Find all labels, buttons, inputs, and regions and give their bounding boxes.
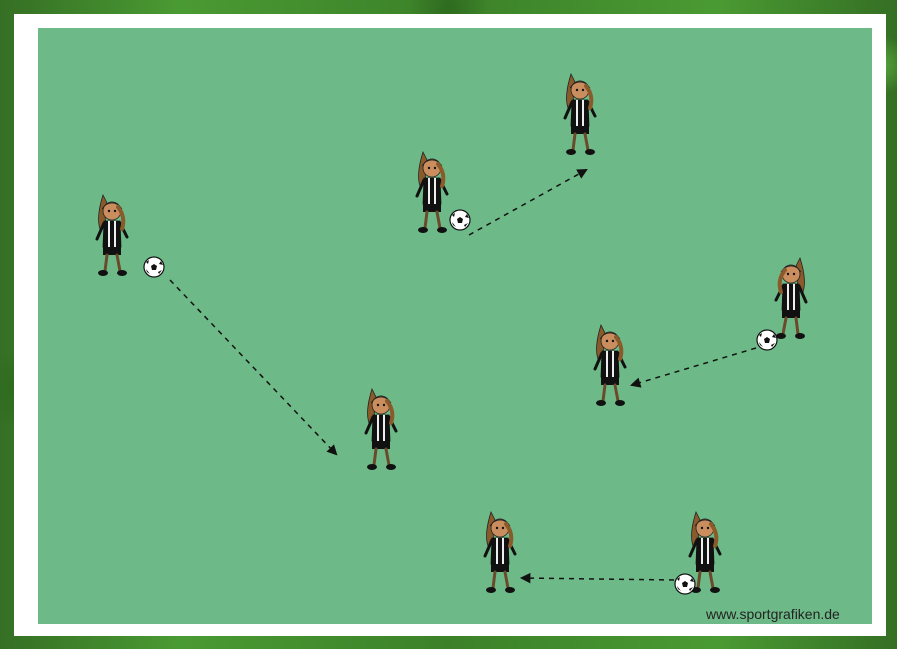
- credit-text: www.sportgrafiken.de: [706, 606, 840, 622]
- pitch-area: [38, 28, 872, 624]
- ball-p7: [675, 574, 695, 594]
- ball-p3: [450, 210, 470, 230]
- ball-p1: [144, 257, 164, 277]
- drill-diagram: [14, 14, 886, 636]
- ball-p5: [757, 330, 777, 350]
